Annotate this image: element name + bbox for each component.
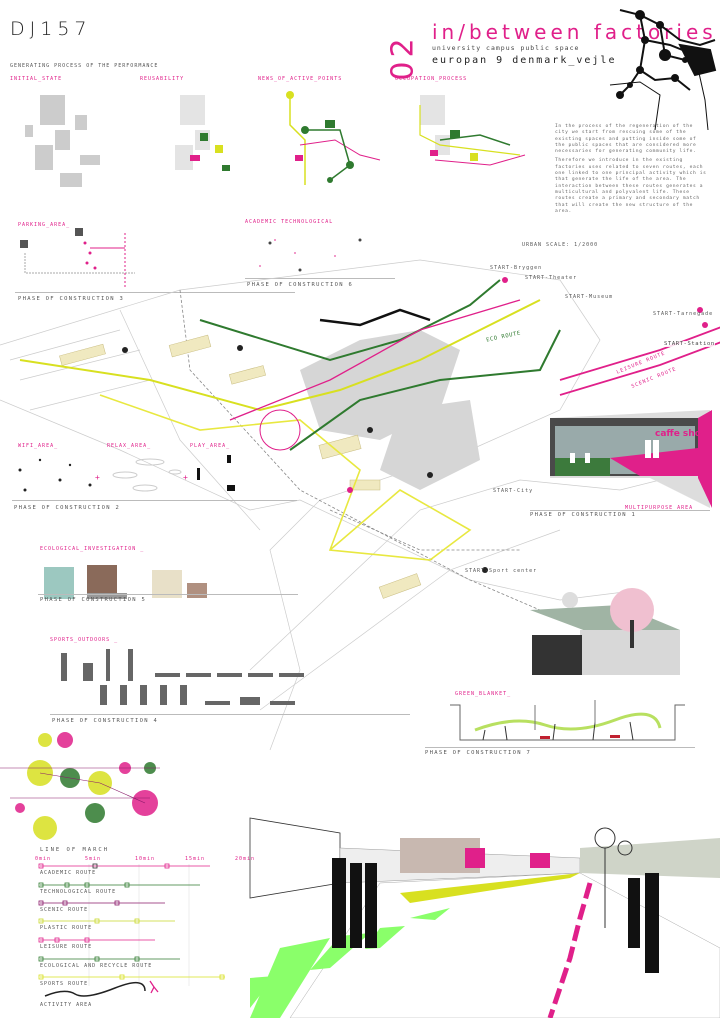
start-tarnegade: START-Tarnegade bbox=[653, 311, 714, 317]
route-leisure: LEISURE ROUTE bbox=[40, 944, 93, 950]
divider bbox=[15, 292, 295, 293]
time-0: 0min bbox=[35, 856, 52, 862]
divider bbox=[12, 500, 297, 501]
green-blanket-label: GREEN_BLANKET_ bbox=[455, 691, 512, 697]
ecological-photos bbox=[44, 565, 207, 599]
project-code: DJ157 bbox=[10, 18, 92, 40]
march-grid bbox=[38, 863, 225, 997]
route-technological: TECHNOLOGICAL ROUTE bbox=[40, 889, 117, 895]
intro-paragraph-2: Therefore we introduce in the existing f… bbox=[555, 158, 707, 214]
step-reusability: REUSABILITY bbox=[140, 76, 185, 82]
phase-6-label: PHASE OF CONSTRUCTION 6 bbox=[247, 282, 354, 288]
activity-bubble-diagram bbox=[0, 732, 160, 840]
step-active-points: NEWS_OF_ACTIVE_POINTS bbox=[258, 76, 343, 82]
play-area-label: PLAY_AREA_ bbox=[190, 443, 231, 449]
time-10: 10min bbox=[135, 856, 156, 862]
phase-1-label: PHASE OF CONSTRUCTION 1 bbox=[530, 512, 637, 518]
start-city: START-City bbox=[493, 488, 534, 494]
line-of-march-chart: 0min 5min 10min 15min 20min ACADEMIC ROU… bbox=[35, 856, 254, 1008]
route-plastic: PLASTIC ROUTE bbox=[40, 925, 93, 931]
step-occupation: OCCUPATION_PROCESS bbox=[395, 76, 468, 82]
time-5: 5min bbox=[85, 856, 102, 862]
wifi-relax-play-diagram: ++ bbox=[18, 455, 235, 492]
divider bbox=[245, 278, 395, 279]
time-15: 15min bbox=[185, 856, 206, 862]
academic-diagram bbox=[259, 238, 362, 272]
parking-diagram bbox=[20, 228, 135, 288]
intro-text: In the process of the regeneration of th… bbox=[555, 124, 707, 218]
relax-area-label: RELAX_AREA_ bbox=[107, 443, 152, 449]
start-museum: START-Museum bbox=[565, 294, 614, 300]
phase-3-label: PHASE OF CONSTRUCTION 3 bbox=[18, 296, 125, 302]
urban-scale: URBAN SCALE: 1/2000 bbox=[522, 242, 599, 248]
occupation-diagram bbox=[419, 95, 526, 166]
start-sport-center: START-Sport center bbox=[465, 568, 538, 574]
wifi-area-label: WIFI_AREA_ bbox=[18, 443, 59, 449]
start-theater: START-Theater bbox=[525, 275, 578, 281]
svg-text:+: + bbox=[95, 473, 100, 482]
phase-2-label: PHASE OF CONSTRUCTION 2 bbox=[14, 505, 121, 511]
sports-figures bbox=[61, 649, 304, 705]
street-perspective-render bbox=[249, 817, 720, 1018]
sports-outdoors-label: SPORTS_OUTDOORS _ bbox=[50, 637, 119, 643]
project-title: in/between factories bbox=[432, 20, 717, 44]
tree-and-people-render bbox=[530, 588, 680, 675]
start-bryggen: START-Bryggen bbox=[490, 265, 543, 271]
line-of-march-title: LINE OF MARCH bbox=[40, 847, 110, 853]
activity-area-label: ACTIVITY AREA bbox=[40, 1002, 93, 1008]
route-ecological: ECOLOGICAL AND RECYCLE ROUTE bbox=[40, 963, 153, 969]
green-blanket-section bbox=[450, 700, 685, 741]
reusability-diagram bbox=[175, 95, 230, 171]
intro-paragraph-1: In the process of the regeneration of th… bbox=[555, 124, 697, 155]
phase-5-label: PHASE OF CONSTRUCTION 5 bbox=[40, 597, 147, 603]
process-heading: GENERATING PROCESS OF THE PERFORMANCE bbox=[10, 63, 159, 69]
phase-4-label: PHASE OF CONSTRUCTION 4 bbox=[52, 718, 159, 724]
project-subtitle: university campus public space bbox=[432, 44, 580, 52]
divider bbox=[38, 594, 298, 595]
active-points-diagram bbox=[286, 91, 381, 185]
divider bbox=[50, 714, 410, 715]
start-station: START-Station bbox=[664, 341, 715, 347]
ecological-investigation-label: ECOLOGICAL_INVESTIGATION _ bbox=[40, 546, 145, 552]
route-scenic: SCENIC ROUTE bbox=[40, 907, 89, 913]
parking-area-label: PARKING_AREA_ bbox=[18, 222, 71, 228]
urban-masterplan-map bbox=[0, 259, 720, 751]
academic-technological-label: ACADEMIC TECHNOLOGICAL bbox=[245, 219, 334, 225]
multipurpose-render: caffe shop bbox=[550, 410, 712, 508]
route-academic: ACADEMIC ROUTE bbox=[40, 870, 97, 876]
time-20: 20min bbox=[235, 856, 256, 862]
network-logo bbox=[609, 9, 717, 131]
svg-text:+: + bbox=[183, 473, 188, 482]
step-initial-state: INITIAL_STATE bbox=[10, 76, 63, 82]
panel-number: 02 bbox=[385, 34, 421, 81]
caffe-shop-sign: caffe shop bbox=[655, 429, 708, 439]
divider bbox=[425, 747, 695, 748]
multipurpose-area-label: MULTIPURPOSE_AREA bbox=[625, 505, 694, 511]
phase-7-label: PHASE OF CONSTRUCTION 7 bbox=[425, 750, 532, 756]
divider bbox=[530, 510, 710, 511]
initial-state-diagram bbox=[25, 95, 100, 187]
competition-name: europan 9 denmark_vejle bbox=[432, 55, 617, 66]
route-sports: SPORTS ROUTE bbox=[40, 981, 89, 987]
